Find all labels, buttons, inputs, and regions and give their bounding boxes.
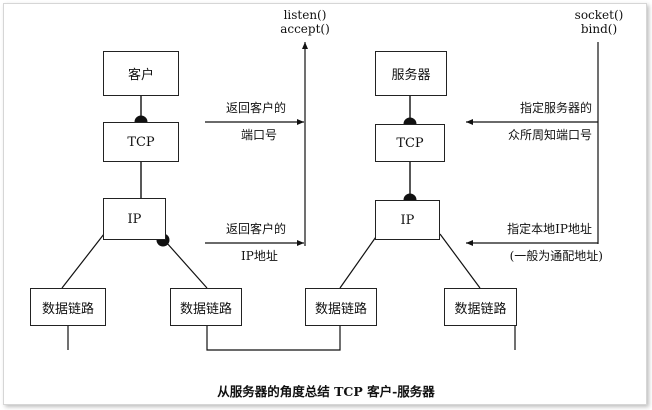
server-link-left-box: 数据链路 (305, 288, 377, 326)
server-link-right-box: 数据链路 (444, 288, 517, 326)
specify-ip-label-2: (一般为通配地址) (509, 249, 603, 263)
return-port-label-2: 端口号 (241, 128, 278, 142)
socket-call: socket() (574, 8, 624, 22)
client-box: 客户 (103, 51, 179, 96)
server-tcp-box: TCP (375, 124, 445, 162)
specify-port-label-1: 指定服务器的 (519, 101, 592, 115)
server-ip-link-left-diag (339, 233, 379, 289)
server-link-left-label: 数据链路 (314, 301, 367, 317)
client-link-left-box: 数据链路 (30, 288, 106, 326)
return-ip-label-2: IP地址 (241, 249, 278, 263)
ip-link-left-diag (61, 233, 105, 289)
socket-bind-label: socket() bind() (566, 8, 632, 36)
specify-port-label-2: 众所周知端口号 (507, 128, 592, 142)
server-ip-label: IP (400, 212, 415, 228)
client-link-right-box: 数据链路 (170, 288, 242, 326)
ip-link-right-diag (165, 241, 208, 289)
figure-caption: 从服务器的角度总结 TCP 客户-服务器 (217, 384, 435, 399)
specify-ip-label-1: 指定本地IP地址 (507, 222, 592, 236)
bind-call: bind() (580, 22, 618, 36)
accept-call: accept() (280, 22, 330, 36)
client-tcp-box: TCP (103, 122, 179, 162)
client-link-left-label: 数据链路 (41, 301, 94, 317)
server-box: 服务器 (375, 51, 447, 96)
return-port-label-1: 返回客户的 (226, 101, 287, 115)
return-ip-label-1: 返回客户的 (226, 222, 287, 236)
server-ip-box: IP (375, 200, 440, 240)
server-label: 服务器 (391, 68, 431, 83)
client-ip-box: IP (103, 198, 166, 240)
client-link-right-label: 数据链路 (179, 301, 232, 317)
client-ip-label: IP (127, 211, 142, 227)
server-link-right-label: 数据链路 (454, 301, 507, 317)
client-label: 客户 (127, 68, 154, 83)
listen-accept-label: listen() accept() (272, 8, 338, 36)
network-link (206, 326, 341, 351)
listen-call: listen() (283, 8, 327, 22)
client-tcp-label: TCP (127, 134, 155, 150)
server-tcp-label: TCP (396, 135, 424, 151)
server-ip-link-right-diag (439, 233, 481, 289)
